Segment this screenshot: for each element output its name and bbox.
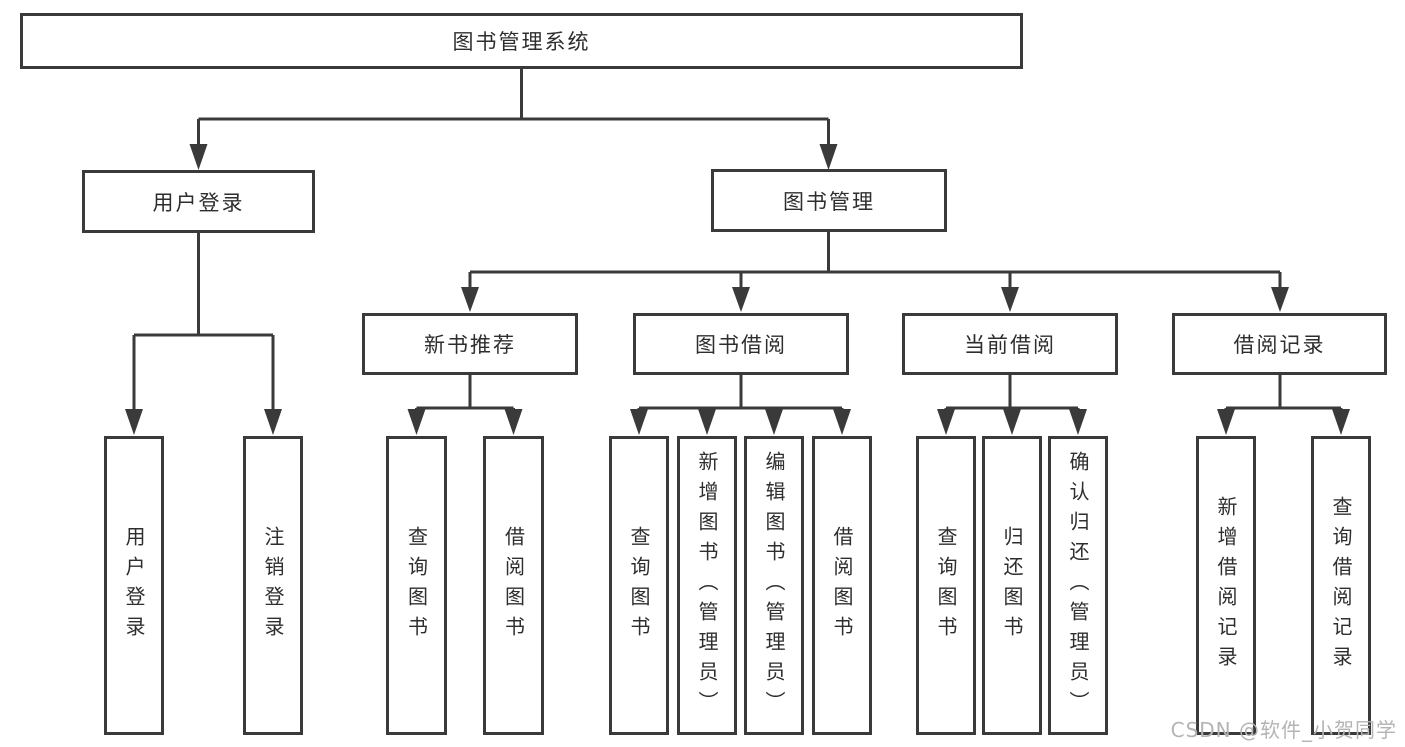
leaf-query-borrow-record-label: 查询借阅记录 [1329,495,1353,676]
leaf-query-books-recommend: 查询图书 [386,436,447,735]
connector-user-login-group [132,233,275,412]
leaf-confirm-return-admin-label: 确认归还（管理员） [1066,450,1090,721]
leaf-confirm-return-admin: 确认归还（管理员） [1048,436,1108,735]
leaf-query-books-recommend-label: 查询图书 [404,525,429,646]
node-current-borrow: 当前借阅 [902,313,1118,375]
arrowheads [125,144,1350,435]
connector-new-book-group [415,375,515,412]
leaf-borrow-books-label: 借阅图书 [830,525,854,646]
node-book-borrow: 图书借阅 [633,313,849,375]
node-user-login-label: 用户登录 [152,190,245,215]
node-book-borrow-label: 图书借阅 [695,333,787,357]
node-root: 图书管理系统 [20,13,1023,69]
leaf-borrow-books-recommend: 借阅图书 [483,436,544,735]
leaf-add-books-admin-label: 新增图书（管理员） [695,450,719,721]
leaf-query-books-borrow-label: 查询图书 [627,525,651,646]
leaf-query-books-current: 查询图书 [916,436,976,735]
connector-current-borrow-group [944,375,1080,412]
csdn-watermark: CSDN @软件_小贺同学 [1170,718,1397,742]
leaf-borrow-books-recommend-label: 借阅图书 [501,525,526,646]
node-book-management: 图书管理 [711,169,947,232]
leaf-query-books-current-label: 查询图书 [934,525,958,646]
connector-root [197,69,830,147]
leaf-borrow-books: 借阅图书 [812,436,872,735]
leaf-add-books-admin: 新增图书（管理员） [677,436,737,735]
leaf-edit-books-admin: 编辑图书（管理员） [744,436,804,735]
connector-borrow-records-group [1224,375,1343,412]
node-borrow-records: 借阅记录 [1172,313,1387,375]
node-user-login: 用户登录 [82,170,315,233]
leaf-edit-books-admin-label: 编辑图书（管理员） [762,450,786,721]
node-borrow-records-label: 借阅记录 [1233,333,1326,357]
leaf-user-login: 用户登录 [104,436,164,735]
leaf-user-login-label: 用户登录 [122,525,146,646]
node-book-management-label: 图书管理 [783,189,875,214]
leaf-add-borrow-record-label: 新增借阅记录 [1214,495,1238,676]
node-current-borrow-label: 当前借阅 [964,333,1056,357]
node-new-book-recommend-label: 新书推荐 [424,333,516,357]
leaf-query-borrow-record: 查询借阅记录 [1311,436,1371,735]
leaf-logout: 注销登录 [243,436,303,735]
leaf-logout-label: 注销登录 [261,525,285,646]
leaf-return-books-label: 归还图书 [1000,525,1024,646]
node-new-book-recommend: 新书推荐 [362,313,578,375]
leaf-add-borrow-record: 新增借阅记录 [1196,436,1256,735]
leaf-return-books: 归还图书 [982,436,1042,735]
connector-book-borrow-group [637,375,844,412]
node-root-label: 图书管理系统 [452,30,591,54]
leaf-query-books-borrow: 查询图书 [609,436,669,735]
connector-book-management-group [468,232,1282,290]
